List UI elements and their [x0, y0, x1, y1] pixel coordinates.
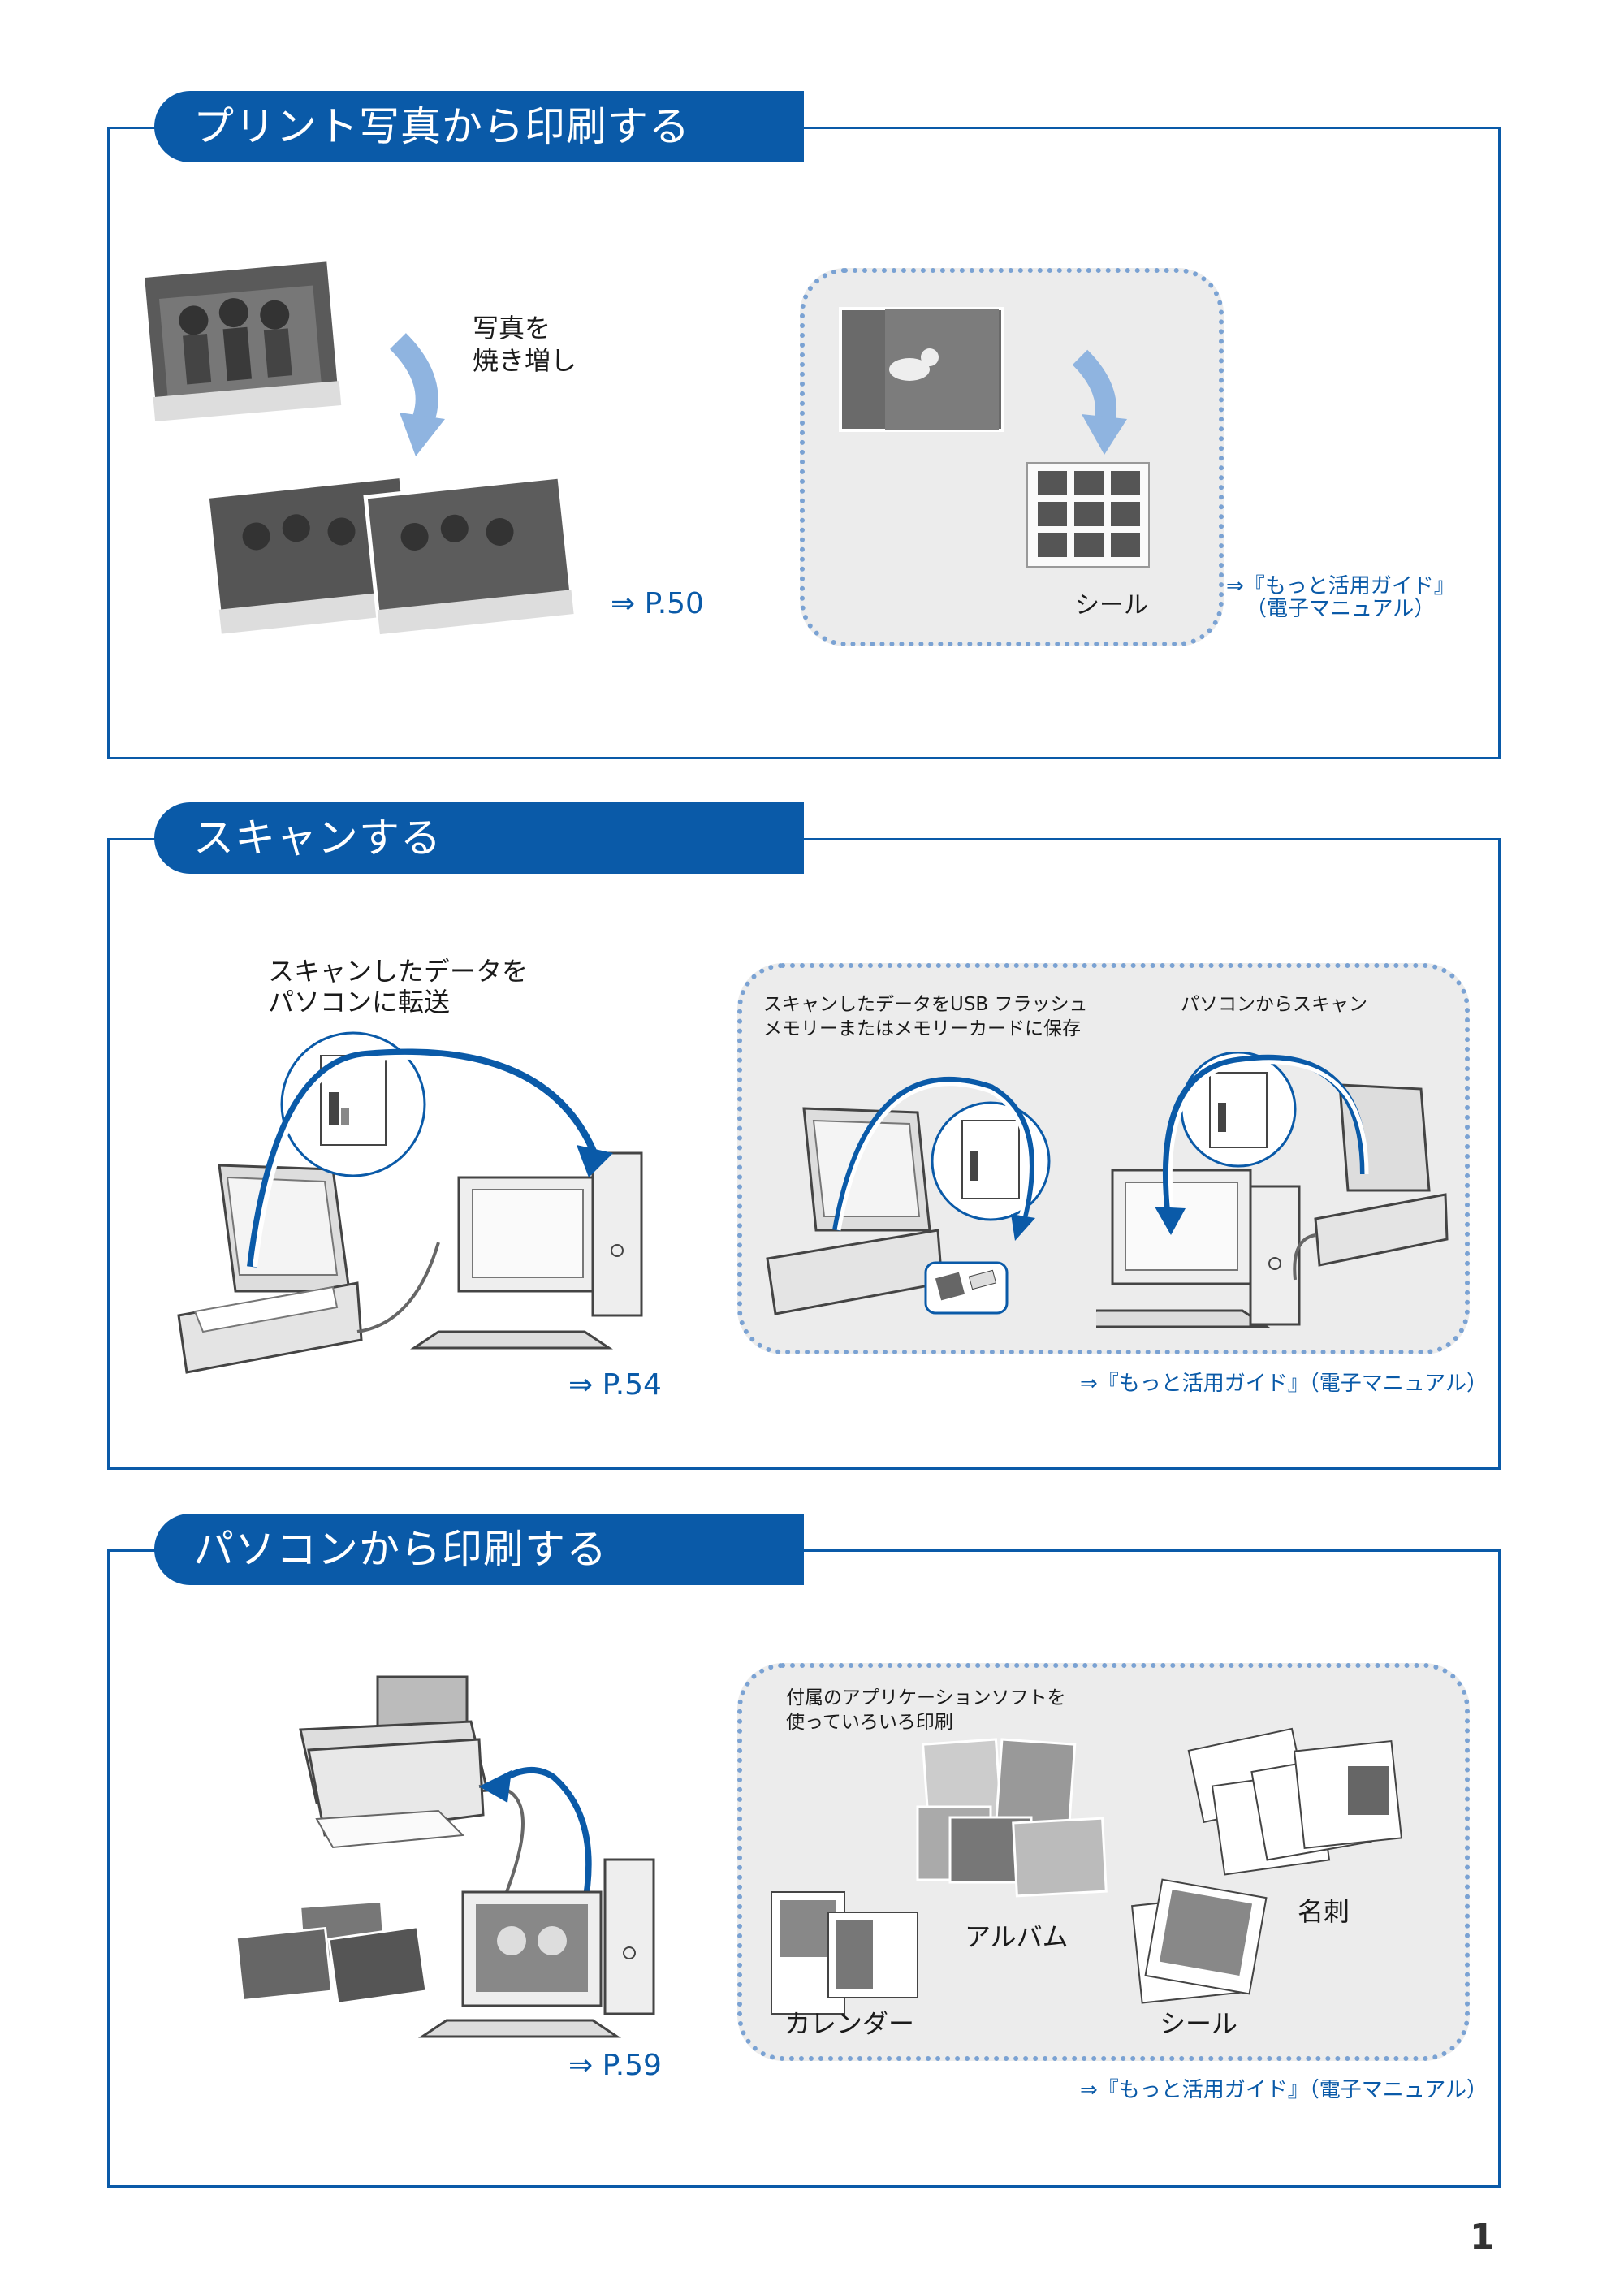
- scan-to-pc-illustration: [177, 1031, 643, 1374]
- namecard-label: 名刺: [1298, 1896, 1350, 1927]
- print-photo-guide-sub[interactable]: （電子マニュアル）: [1246, 597, 1436, 621]
- print-photo-guide-link[interactable]: ⇒『もっと活用ガイド』: [1226, 574, 1455, 598]
- pc-print-samples-illustration: [771, 1727, 1403, 2015]
- scan-page-ref[interactable]: ⇒ P.54: [568, 1368, 662, 1402]
- pc-print-app-caption-line1: 付属のアプリケーションソフトを: [786, 1687, 1066, 1709]
- scan-usb-caption-line1: スキャンしたデータをUSB フラッシュ: [763, 994, 1088, 1015]
- section-pc-print-frame: [107, 1549, 1501, 2188]
- pc-print-page-ref[interactable]: ⇒ P.59: [568, 2049, 662, 2082]
- page-number: 1: [1470, 2217, 1495, 2258]
- scan-usb-illustration: [766, 1077, 1051, 1315]
- section-print-photo-title: プリント写真から印刷する: [154, 91, 804, 162]
- sticker-illustration: [839, 307, 1150, 568]
- reprint-caption-line2: 焼き増し: [473, 345, 577, 376]
- section-scan-title: スキャンする: [154, 802, 804, 874]
- pc-print-apps-panel: [737, 1663, 1470, 2061]
- sticker-label: シール: [1075, 591, 1148, 620]
- reprint-caption-line1: 写真を: [473, 313, 551, 343]
- pc-print-sticker-label: シール: [1160, 2008, 1238, 2039]
- print-photo-page-ref[interactable]: ⇒ P.50: [611, 587, 704, 620]
- reprint-illustration: [140, 257, 577, 637]
- scan-from-pc-illustration: [1096, 1052, 1449, 1328]
- album-label: アルバム: [965, 1921, 1069, 1952]
- section-print-photo-frame: [107, 127, 1501, 759]
- section-pc-print-title: パソコンから印刷する: [154, 1514, 804, 1585]
- scan-to-pc-caption-line1: スキャンしたデータを: [268, 956, 529, 987]
- pc-print-app-caption-line2: 使っていろいろ印刷: [786, 1712, 953, 1733]
- scan-usb-caption-line2: メモリーまたはメモリーカードに保存: [763, 1018, 1081, 1039]
- scan-guide-link[interactable]: ⇒『もっと活用ガイド』（電子マニュアル）: [1080, 1372, 1488, 1396]
- pc-print-guide-link[interactable]: ⇒『もっと活用ガイド』（電子マニュアル）: [1080, 2078, 1488, 2102]
- scan-to-pc-caption-line2: パソコンに転送: [268, 987, 451, 1017]
- calendar-label: カレンダー: [784, 2008, 915, 2039]
- pc-print-illustration: [235, 1675, 655, 2038]
- scan-from-pc-caption: パソコンからスキャン: [1181, 994, 1367, 1015]
- section-scan-frame: [107, 838, 1501, 1470]
